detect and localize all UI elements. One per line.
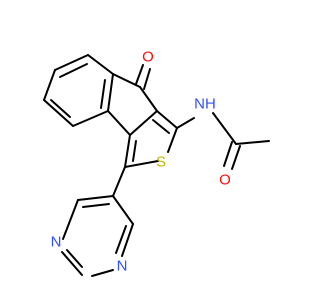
amide-nh-label: NH	[194, 96, 216, 113]
bond	[72, 110, 109, 127]
bond	[50, 99, 71, 118]
bond	[176, 117, 195, 129]
bond	[91, 269, 114, 277]
bond	[112, 166, 126, 197]
bond	[129, 110, 158, 136]
bond	[61, 251, 83, 276]
bond	[212, 112, 237, 145]
bond	[59, 63, 88, 78]
bond	[77, 195, 114, 201]
bond	[167, 127, 178, 153]
bond	[121, 223, 134, 257]
bond	[100, 79, 106, 109]
bond	[66, 249, 83, 268]
pyrimidine-n1-label: N	[51, 234, 62, 251]
bond	[87, 54, 114, 75]
bond	[115, 225, 127, 254]
bond	[143, 68, 151, 90]
bond	[43, 69, 56, 101]
pyrimidine-n3-label: N	[117, 258, 128, 275]
bond	[152, 119, 170, 134]
bond	[107, 110, 131, 136]
bond	[235, 140, 270, 145]
bond	[156, 110, 178, 129]
bond	[112, 73, 141, 88]
bond	[43, 99, 74, 127]
bond	[54, 54, 89, 71]
bond	[62, 199, 79, 240]
bond	[124, 134, 131, 168]
molecule-structure: O NH O S N N	[43, 49, 270, 277]
bond	[112, 195, 134, 225]
bond	[82, 203, 110, 208]
bond	[223, 141, 233, 167]
ketone-oxygen-label: O	[142, 49, 154, 66]
bond	[135, 64, 144, 85]
bond	[124, 160, 159, 168]
amide-oxygen-label: O	[219, 172, 231, 189]
atom-labels: O NH O S N N	[51, 49, 231, 275]
bond	[231, 145, 241, 170]
thiophene-sulfur-label: S	[156, 154, 166, 171]
bonds	[43, 54, 270, 277]
bond	[132, 140, 137, 162]
bond	[139, 86, 158, 112]
bond	[107, 73, 114, 112]
